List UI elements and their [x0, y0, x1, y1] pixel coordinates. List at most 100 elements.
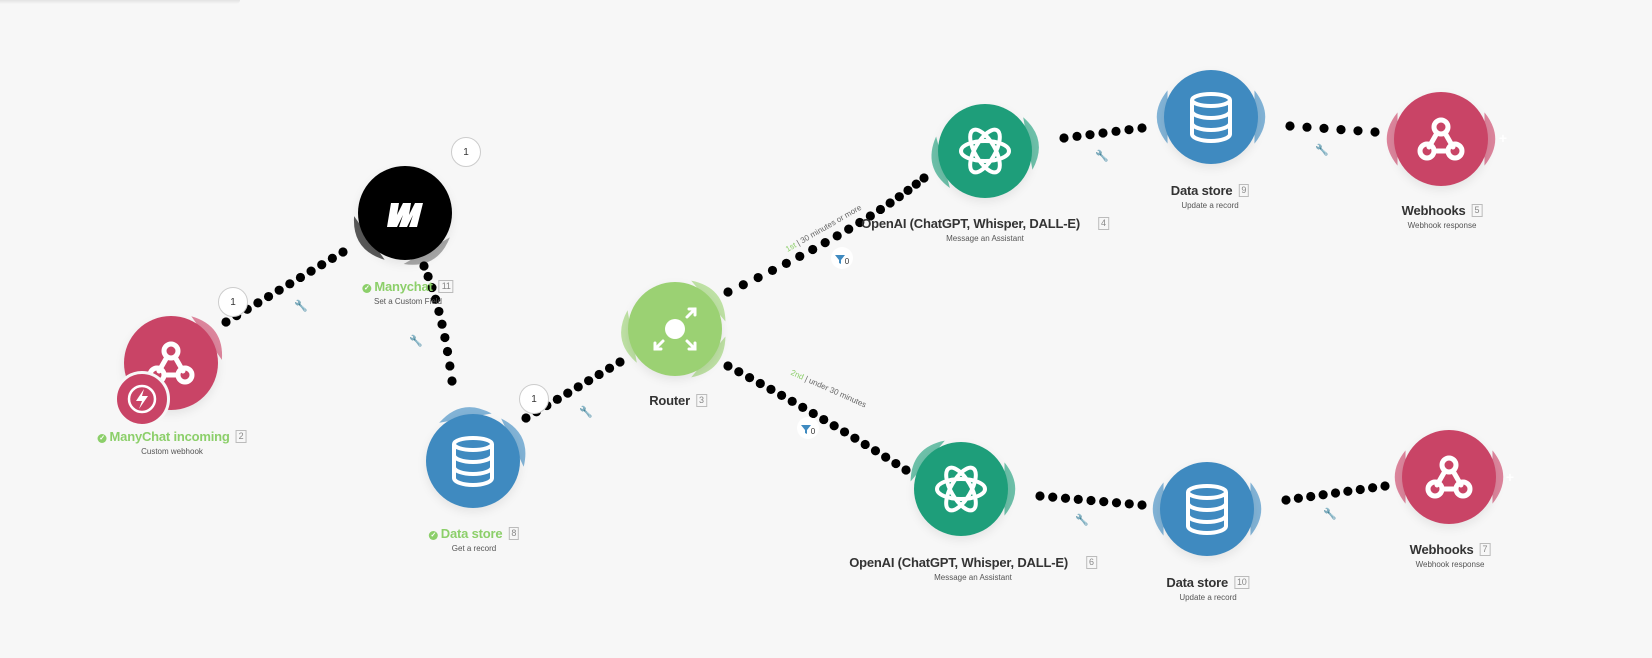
connector-dot	[734, 367, 744, 377]
wrench-icon[interactable]: 🔧	[1075, 514, 1089, 527]
instant-trigger-icon[interactable]	[114, 371, 170, 427]
connector-dot	[832, 231, 842, 241]
connector-dot	[1137, 123, 1147, 133]
connector-dot	[338, 247, 348, 257]
route-filter-icon[interactable]: 0	[797, 417, 819, 439]
wrench-icon[interactable]: 🔧	[409, 335, 423, 348]
connector-dot	[798, 402, 808, 412]
connector-dot	[1368, 483, 1378, 493]
connector-dot	[795, 251, 805, 261]
connector-dot	[437, 319, 447, 329]
filter-count: 0	[810, 427, 816, 436]
operations-count-badge[interactable]: 1	[519, 384, 549, 414]
route-filter-icon[interactable]: 0	[831, 247, 853, 269]
connector-dot	[860, 439, 870, 450]
connector-dot	[1098, 128, 1108, 138]
connector-dot	[839, 427, 850, 437]
connector-dot	[563, 388, 573, 398]
webhooks-top-module[interactable]	[1394, 92, 1488, 186]
module-subtitle: Update a record	[1179, 593, 1237, 602]
connector-dot	[327, 253, 337, 263]
openai-top-module[interactable]	[938, 104, 1032, 198]
connector-dot	[808, 244, 818, 255]
module-title: Manychat	[374, 279, 433, 294]
connector-dot	[1293, 493, 1303, 503]
connector-dot	[1285, 121, 1295, 131]
connector-dot	[755, 378, 765, 389]
connector-dot	[891, 458, 901, 469]
router-module[interactable]	[628, 282, 722, 376]
connector-dot	[723, 361, 733, 371]
module-title: OpenAI (ChatGPT, Whisper, DALL-E)	[849, 555, 1068, 570]
module-title: Webhooks	[1409, 542, 1474, 557]
connector-dot	[1111, 498, 1122, 508]
openai-icon	[935, 465, 987, 513]
module-id: 8	[508, 527, 520, 540]
module-id: 3	[695, 394, 707, 407]
wrench-icon[interactable]: 🔧	[1323, 508, 1337, 521]
openai-icon	[959, 127, 1011, 175]
connector-dot	[295, 272, 306, 283]
connector-dot	[1035, 491, 1045, 501]
connector-dot	[911, 179, 921, 189]
manychat-module[interactable]	[358, 166, 452, 260]
connector-dot	[870, 446, 881, 456]
connector-dot	[885, 198, 895, 208]
module-id: 7	[1479, 543, 1491, 556]
module-title: Data store	[440, 526, 503, 541]
connector-dot	[615, 357, 625, 367]
datastore-get-module[interactable]	[426, 414, 520, 508]
operations-count-badge[interactable]: 1	[218, 287, 248, 317]
connector-dot	[1111, 126, 1121, 136]
openai-bottom-module[interactable]	[914, 442, 1008, 536]
connector-dot	[1306, 491, 1316, 502]
connector-dot	[423, 271, 433, 282]
add-module-plus-icon[interactable]: +	[1505, 469, 1515, 485]
module-port[interactable]	[1004, 462, 1016, 516]
connector-dot	[820, 238, 830, 248]
module-port[interactable]	[1492, 450, 1504, 504]
connector-dot	[317, 260, 327, 270]
webhooks-bottom-module[interactable]	[1402, 430, 1496, 524]
connector-dot	[1281, 495, 1291, 505]
connector-dot	[766, 384, 776, 394]
connector-dot	[738, 280, 748, 290]
wrench-icon[interactable]: 🔧	[579, 406, 593, 419]
module-port[interactable]	[1484, 112, 1496, 166]
module-port[interactable]	[1250, 482, 1262, 536]
connector-dot	[1099, 497, 1109, 507]
connector-dot	[521, 413, 531, 423]
connector-dot	[744, 373, 755, 383]
connector-dot	[263, 291, 274, 302]
connector-dot	[850, 433, 860, 443]
operations-count-badge[interactable]: 1	[451, 137, 481, 167]
module-subtitle: Custom webhook	[141, 447, 203, 456]
connector-dot	[894, 192, 904, 202]
datastore-bottom-module[interactable]	[1160, 462, 1254, 556]
connector-dot	[221, 317, 231, 327]
connector-dot	[552, 394, 562, 404]
module-port[interactable]	[1254, 90, 1266, 144]
connector-dot	[1060, 493, 1071, 503]
filter-funnel-icon	[800, 425, 811, 434]
wrench-icon[interactable]: 🔧	[294, 300, 308, 313]
wrench-icon[interactable]: 🔧	[1095, 150, 1109, 163]
openai-top-label: OpenAI (ChatGPT, Whisper, DALL-E)4 Messa…	[861, 216, 1109, 243]
datastore-top-module[interactable]	[1164, 70, 1258, 164]
connector-dot	[903, 185, 913, 195]
wrench-icon[interactable]: 🔧	[1315, 144, 1329, 157]
module-id: 2	[235, 430, 247, 443]
connector-dot	[1343, 486, 1353, 496]
connector-dot	[819, 414, 829, 425]
database-icon	[1186, 484, 1228, 535]
add-module-plus-icon[interactable]: +	[1498, 130, 1508, 146]
connector-dot	[781, 258, 791, 268]
connector-dot	[723, 287, 733, 297]
connector-dot	[776, 390, 787, 400]
connector-dot	[865, 211, 875, 221]
router-icon	[653, 307, 697, 351]
connector-dot	[1048, 492, 1058, 502]
module-title: Router	[649, 393, 690, 408]
